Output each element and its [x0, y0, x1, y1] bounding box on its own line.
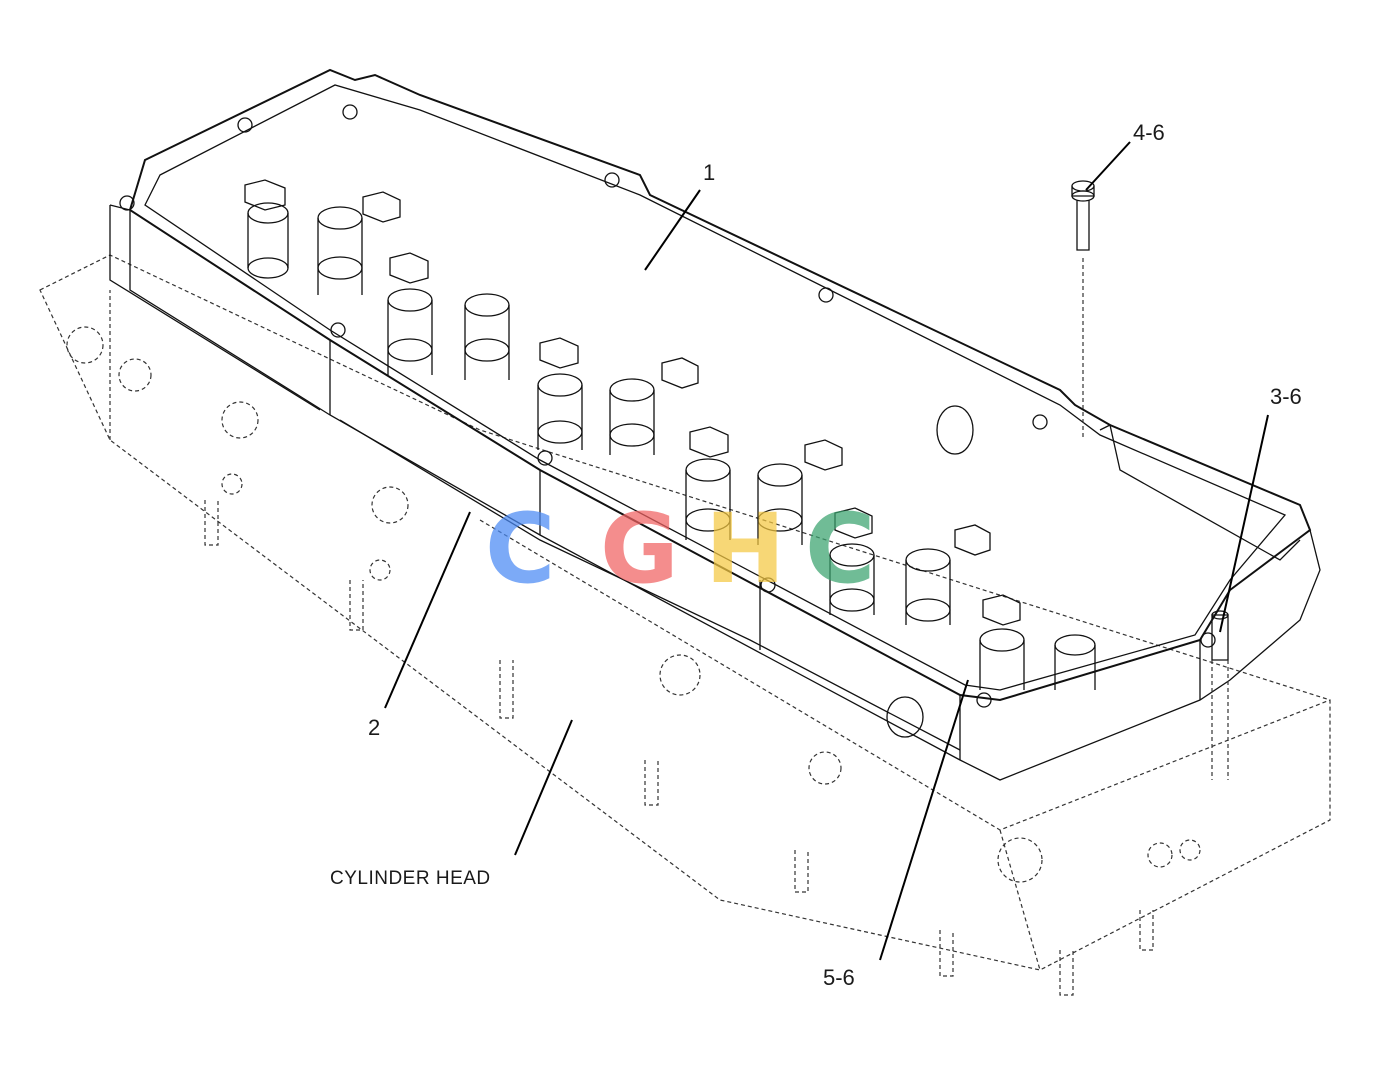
stud-3-6 [1211, 610, 1229, 780]
valve-springs [244, 179, 1096, 690]
callout-part-2: 2 [368, 715, 380, 740]
cylinder-head-caption: CYLINDER HEAD [330, 868, 491, 889]
watermark-letter-3: H [705, 493, 785, 605]
head-studs [204, 500, 1154, 996]
leader-lines [384, 141, 1269, 961]
valve-cover-base [109, 68, 1321, 781]
callout-part-1: 1 [703, 160, 715, 185]
head-ports [66, 326, 1201, 883]
leader-cylinder-head [514, 719, 573, 856]
bolt-4-6 [1071, 180, 1095, 440]
watermark-letter-2: G [600, 493, 679, 605]
watermark-letter-1: C [485, 493, 555, 605]
frame-bolt-bosses [119, 104, 1216, 708]
frame-openings [886, 405, 974, 738]
callout-part-3-6: 3-6 [1270, 384, 1302, 409]
watermark: C G H C [485, 493, 875, 605]
rocker-bolt-heads [244, 179, 1021, 626]
leader-part-3-6 [1219, 414, 1269, 633]
cylinder-head-body [39, 254, 1331, 996]
leader-part-2 [384, 511, 471, 709]
leader-part-1 [644, 189, 701, 271]
leader-part-5-6 [879, 679, 969, 961]
callout-part-4-6: 4-6 [1133, 120, 1165, 145]
leader-part-4-6 [1085, 141, 1131, 191]
watermark-letter-4: C [805, 493, 875, 605]
callout-labels: 1 2 3-6 4-6 5-6 CYLINDER HEAD [330, 120, 1302, 990]
callout-part-5-6: 5-6 [823, 965, 855, 990]
